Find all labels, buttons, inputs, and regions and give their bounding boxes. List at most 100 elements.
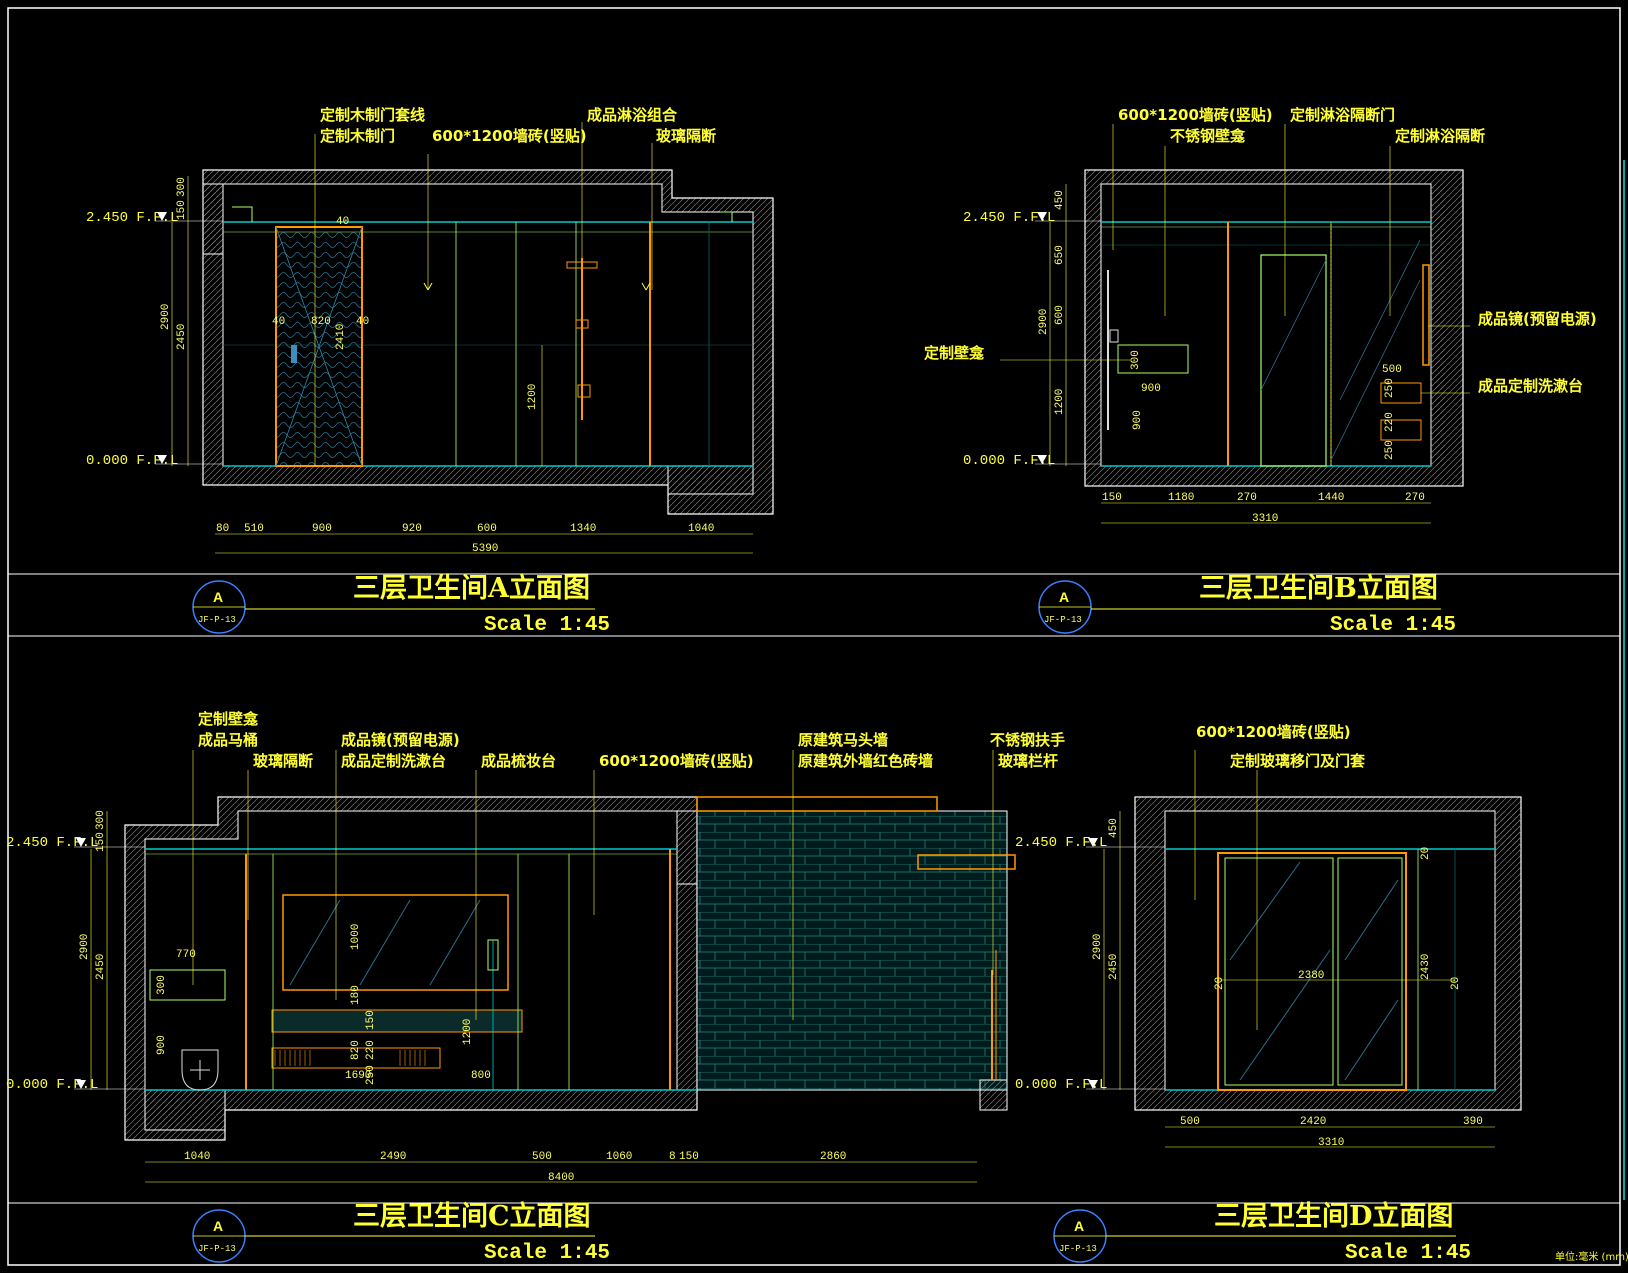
idim-d-0: 20 <box>1214 977 1226 990</box>
idim-a-3: 40 <box>336 216 349 228</box>
vdim-a-1: 150 <box>176 200 188 220</box>
vdim-d-0: 450 <box>1108 818 1120 838</box>
hdim-a-2: 900 <box>312 523 332 535</box>
label-a-door-trim: 定制木制门套线 <box>320 106 425 124</box>
hdim-b-0: 150 <box>1102 492 1122 504</box>
shower-set-a <box>566 258 598 420</box>
idim-c-9: 1690 <box>345 1070 371 1082</box>
label-c-mirror: 成品镜(预留电源) <box>341 731 460 749</box>
title-d: 三层卫生间D立面图 <box>1214 1200 1453 1232</box>
scale-a: Scale 1:45 <box>484 614 610 637</box>
label-c-toilet: 成品马桶 <box>198 731 258 749</box>
hdim-d-1: 2420 <box>1300 1116 1326 1128</box>
hdim-a-0: 80 <box>216 523 229 535</box>
hdim-c-3: 1060 <box>606 1151 632 1163</box>
level-b-bottom: 0.000 F.F.L <box>963 453 1055 469</box>
idim-d-3: 20 <box>1420 847 1432 860</box>
elevation-d: 600*1200墙砖(竖贴) 定制玻璃移门及门套 2.450 F.F.L 0.0… <box>1015 723 1522 1265</box>
label-a-glass: 玻璃隔断 <box>656 127 716 145</box>
symbol-a-letter: A <box>213 589 223 605</box>
label-c-gable: 原建筑马头墙 <box>798 731 888 749</box>
idim-c-2: 900 <box>156 1035 168 1055</box>
level-d-bottom: 0.000 F.F.L <box>1015 1077 1107 1093</box>
level-a-bottom: 0.000 F.F.L <box>86 453 178 469</box>
idim-c-11: 800 <box>471 1070 491 1082</box>
title-c: 三层卫生间C立面图 <box>353 1200 591 1232</box>
vdim-c-2: 2900 <box>79 934 91 960</box>
label-b-door: 定制淋浴隔断门 <box>1290 106 1395 124</box>
idim-b-3: 500 <box>1382 364 1402 376</box>
mirror-b <box>1422 264 1430 366</box>
scale-b: Scale 1:45 <box>1330 614 1456 637</box>
vdim-c-3: 2450 <box>95 954 107 980</box>
label-b-niche: 定制壁龛 <box>924 344 985 362</box>
vdim-d-1: 2900 <box>1092 934 1104 960</box>
idim-c-7: 220 <box>365 1040 377 1060</box>
idim-a-0: 40 <box>272 316 285 328</box>
hdim-c-4: 8 <box>669 1151 676 1163</box>
label-c-glass: 玻璃隔断 <box>253 752 313 770</box>
symbol-c-letter: A <box>213 1218 223 1234</box>
label-b-tile: 600*1200墙砖(竖贴) <box>1118 106 1273 124</box>
hdim-b-4: 270 <box>1405 492 1425 504</box>
total-b: 3310 <box>1252 513 1278 525</box>
idim-d-1: 2380 <box>1298 970 1324 982</box>
vdim-b-3: 2900 <box>1038 309 1050 335</box>
label-d-tile: 600*1200墙砖(竖贴) <box>1196 723 1351 741</box>
level-d-top: 2.450 F.F.L <box>1015 835 1107 851</box>
vdim-c-0: 300 <box>95 810 107 830</box>
idim-a-1: 820 <box>311 316 331 328</box>
wall-niche-c <box>149 969 226 1001</box>
symbol-d-ref: JF-P-13 <box>1059 1244 1097 1254</box>
scale-c: Scale 1:45 <box>484 1242 610 1265</box>
vdim-c-1: 150 <box>95 832 107 852</box>
hdim-c-5: 150 <box>679 1151 699 1163</box>
symbol-b-ref: JF-P-13 <box>1044 615 1082 625</box>
symbol-c-ref: JF-P-13 <box>198 1244 236 1254</box>
idim-c-5: 150 <box>365 1010 377 1030</box>
hdim-d-2: 390 <box>1463 1116 1483 1128</box>
idim-d-4: 2430 <box>1420 954 1432 980</box>
label-a-door: 定制木制门 <box>320 127 395 145</box>
vdim-d-2: 2450 <box>1108 954 1120 980</box>
idim-c-4: 180 <box>350 985 362 1005</box>
hdim-b-2: 270 <box>1237 492 1257 504</box>
total-d: 3310 <box>1318 1137 1344 1149</box>
idim-b-6: 250 <box>1384 440 1396 460</box>
label-c-railing: 玻璃栏杆 <box>998 752 1058 770</box>
idim-a-5: 1200 <box>527 384 539 410</box>
label-b-vanity: 成品定制洗漱台 <box>1478 377 1583 395</box>
idim-c-0: 770 <box>176 949 196 961</box>
level-c-top: 2.450 F.F.L <box>6 835 98 851</box>
label-c-tile: 600*1200墙砖(竖贴) <box>599 752 754 770</box>
idim-b-2: 900 <box>1132 410 1144 430</box>
mirror-c <box>282 894 509 991</box>
brick-wall-c <box>696 810 1008 1091</box>
vdim-a-3: 2450 <box>176 324 188 350</box>
title-b: 三层卫生间B立面图 <box>1199 572 1438 604</box>
label-c-dresser: 成品梳妆台 <box>481 752 556 770</box>
hdim-c-2: 500 <box>532 1151 552 1163</box>
level-b-top: 2.450 F.F.L <box>963 210 1055 226</box>
label-c-niche: 定制壁龛 <box>198 710 259 728</box>
hdim-a-3: 920 <box>402 523 422 535</box>
elevation-b: 600*1200墙砖(竖贴) 不锈钢壁龛 定制淋浴隔断门 定制淋浴隔断 成品镜(… <box>924 106 1597 637</box>
idim-c-1: 300 <box>156 975 168 995</box>
hdim-a-5: 1340 <box>570 523 596 535</box>
idim-d-2: 20 <box>1450 977 1462 990</box>
title-a: 三层卫生间A立面图 <box>353 572 590 604</box>
label-c-brick: 原建筑外墙红色砖墙 <box>798 752 933 770</box>
idim-b-5: 220 <box>1384 412 1396 432</box>
label-c-vanity: 成品定制洗漱台 <box>341 752 446 770</box>
vdim-a-0: 300 <box>176 177 188 197</box>
idim-a-2: 40 <box>356 316 369 328</box>
title-band-top <box>7 573 1620 637</box>
hdim-a-4: 600 <box>477 523 497 535</box>
total-c: 8400 <box>548 1172 574 1184</box>
scale-d: Scale 1:45 <box>1345 1242 1471 1265</box>
idim-c-3: 1000 <box>350 924 362 950</box>
wall-niche-b <box>1117 344 1189 374</box>
symbol-b-letter: A <box>1059 589 1069 605</box>
hdim-c-6: 2860 <box>820 1151 846 1163</box>
